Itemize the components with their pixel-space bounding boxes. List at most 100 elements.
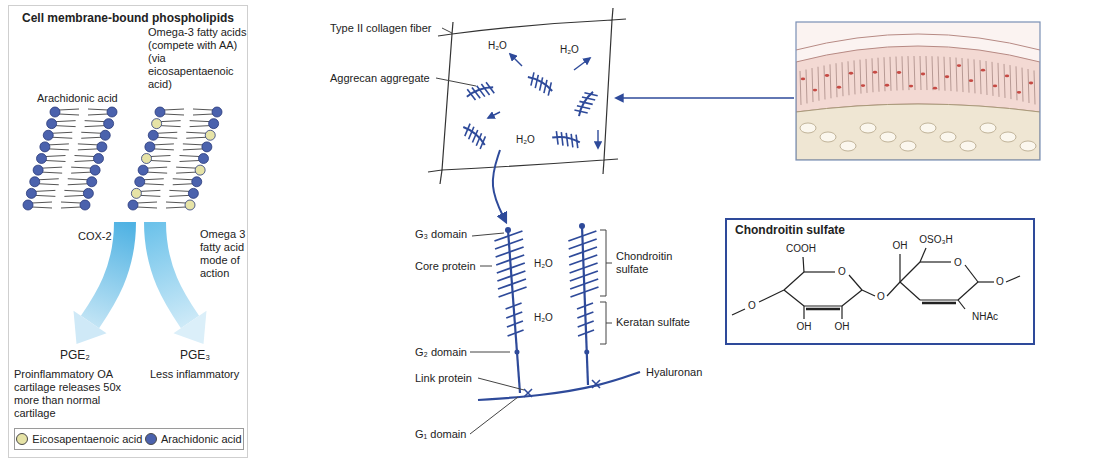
lipid-tail [35, 190, 55, 191]
cartilage-streak [1004, 64, 1005, 98]
lipid-head [145, 142, 155, 152]
cartilage-streak [980, 60, 981, 94]
chemical-bond [900, 262, 920, 282]
aggrecan-glyph [525, 71, 556, 96]
lipid-tail [161, 121, 181, 122]
cartilage-streak [962, 58, 963, 92]
atom-label: O [838, 266, 846, 278]
part-label: Link protein [415, 372, 472, 385]
atom-label: OH [893, 240, 908, 252]
chemical-bond [900, 282, 920, 300]
bone-pore [1000, 132, 1016, 142]
lipid-tail [180, 161, 200, 162]
lipid-tail [157, 132, 177, 133]
lipid-tail [180, 156, 200, 157]
omega3-arrow [155, 222, 190, 322]
arrow-head [174, 311, 207, 344]
lipid-head [155, 107, 165, 117]
keratan-chain [577, 312, 593, 318]
water-arrow [488, 112, 500, 118]
chemical-bond [887, 282, 900, 296]
lipid-tail [144, 184, 164, 185]
legend-text: Eicosapentaenoic acid [32, 433, 142, 445]
cartilage-streak [992, 62, 993, 96]
atom-label: O [954, 257, 962, 269]
g3-domain [579, 223, 585, 229]
collagen-fiber [440, 170, 442, 184]
cartilage-streak [878, 58, 879, 92]
part-label: Core protein [415, 260, 476, 273]
cartilage-streak [830, 64, 831, 98]
keratan-chain [506, 312, 522, 318]
atom-label: O [748, 300, 756, 312]
chemical-bond [899, 254, 900, 282]
collagen-region [428, 8, 626, 222]
cartilage-streak [866, 59, 867, 93]
cartilage-streak [842, 62, 843, 96]
cartilage-streak [1028, 69, 1029, 103]
cartilage-streak [824, 65, 825, 99]
lipid-tail [88, 109, 108, 110]
cartilage-streak [974, 59, 975, 93]
chondrocyte [897, 71, 901, 74]
chondroitin-chain [495, 239, 523, 249]
lipid-tail [49, 149, 69, 150]
lipid-head [33, 165, 43, 175]
lipid-tail [157, 137, 177, 138]
cartilage-streak [854, 60, 855, 94]
lipid-tail [137, 202, 157, 203]
chondroitin-chain [496, 247, 524, 257]
lipid-head [26, 188, 36, 198]
lipid-tail [173, 184, 193, 185]
part-label: Proinflammatory OA cartilage releases 50… [14, 368, 139, 420]
keratan-chain [577, 303, 593, 309]
lipid-tail [166, 202, 186, 203]
aggrecan-glyph [573, 88, 598, 119]
chondrocyte [861, 84, 865, 87]
cartilage-streak [860, 60, 861, 94]
part-label: H₂O [516, 134, 535, 146]
bone-pore [880, 132, 896, 142]
chondroitin-chain [570, 287, 598, 297]
leader-line [470, 397, 518, 434]
arrow-head [74, 311, 107, 344]
lipid-tail [176, 172, 196, 173]
lipid-tail [190, 121, 210, 122]
bone-pore [1020, 141, 1036, 151]
lipid-tail [75, 156, 95, 157]
cartilage-streak [986, 61, 987, 95]
legend-entry: Arachidonic acid [145, 433, 242, 445]
chondrocyte [969, 79, 973, 82]
cartilage-streak [896, 57, 897, 91]
legend-box: Eicosapentaenoic acidArachidonic acid [14, 428, 244, 450]
lipid-head [192, 177, 202, 187]
lipid-tail [151, 156, 171, 157]
chemical-bond [922, 302, 956, 304]
water-arrow [597, 130, 598, 148]
lipid-tail [32, 202, 52, 203]
chemical-bond [1006, 276, 1020, 282]
chondroitin-chain [569, 239, 597, 249]
chondroitin-chain [496, 255, 524, 265]
bone-pore [920, 123, 936, 133]
collagen-fiber [438, 34, 452, 36]
atom-label: OH [797, 321, 812, 333]
hyaluronan-chain [478, 372, 640, 400]
chondrocyte [825, 74, 829, 77]
lipid-tail [71, 172, 91, 173]
cartilage-streak [944, 57, 945, 91]
chondrocyte [849, 72, 853, 75]
core-protein [508, 230, 520, 393]
chondroitin-chain [570, 271, 598, 281]
cartilage-streak [926, 56, 927, 90]
chondroitin-chain [570, 279, 598, 289]
lipid-head [195, 165, 205, 175]
lipid-tail [52, 137, 72, 138]
lipid-tail [59, 109, 79, 110]
part-label: H₂O [534, 258, 553, 270]
bone-pore [840, 141, 856, 151]
part-label: G₁ domain [415, 428, 466, 441]
chondroitin-chain [497, 263, 525, 273]
lipid-head [94, 154, 104, 164]
cartilage-surface [796, 34, 1040, 50]
